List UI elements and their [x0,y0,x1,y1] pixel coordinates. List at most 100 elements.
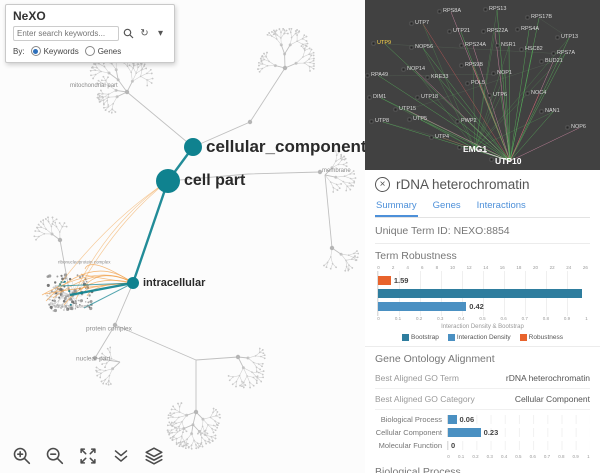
gene-node-utp18[interactable]: UTP18 [421,94,439,100]
gene-node-utp15[interactable]: UTP15 [399,106,417,112]
zoom-in-button[interactable] [10,444,34,468]
gene-node-utp13[interactable]: UTP13 [561,34,579,40]
gene-node-utp21[interactable]: UTP21 [453,28,471,34]
tab-summary[interactable]: Summary [375,200,418,217]
axis-tick: 0.7 [543,453,551,459]
graph-node-cellular-component[interactable] [184,138,202,156]
unique-term-id-value: NEXO:8854 [453,225,510,237]
axis-tick: 0 [447,453,450,459]
alignment-term-value: rDNA heterochromatin [505,372,590,383]
gene-node-pol5[interactable]: POL5 [471,80,486,86]
gene-node-nsr1[interactable]: NSR1 [501,42,516,48]
term-detail-panel: × rDNA heterochromatin Summary Genes Int… [365,170,600,473]
gene-node-pwp2[interactable]: PWP2 [461,118,477,124]
axis-tick: 0 [377,316,380,322]
axis-tick: 2 [391,265,395,270]
axis-tick: 0.2 [472,453,479,459]
axis-tick: 0.9 [572,453,579,459]
search-mode-keywords[interactable]: Keywords [30,46,79,56]
gene-node-nop6[interactable]: NOP6 [571,124,586,130]
layers-button[interactable] [142,444,166,468]
zoom-out-button[interactable] [43,444,67,468]
graph-node-intracellular[interactable] [127,277,139,289]
close-icon[interactable]: × [375,177,390,192]
go-cat-bp: Biological Process [380,414,442,424]
gene-node-hsc82[interactable]: HSC82 [525,46,543,52]
axis-tick: 18 [516,265,522,270]
gene-node-rps4a[interactable]: RPS4A [521,26,540,32]
gene-node-rps9b[interactable]: RPS9B [465,62,484,68]
bootstrap-bar [378,289,582,299]
graph-label-intracellular[interactable]: intracellular [143,277,206,289]
search-icon[interactable] [122,27,135,40]
gene-node-utp10[interactable]: UTP10 [495,156,522,166]
gene-node-utp6[interactable]: UTP6 [493,92,508,98]
axis-tick: 0 [377,265,380,270]
gene-node-utp8[interactable]: UTP8 [375,118,390,124]
legend-density: Interaction Density [447,333,511,341]
gene-node-rpa49[interactable]: RPA49 [371,72,389,78]
term-title: rDNA heterochromatin [396,177,530,192]
search-input[interactable] [13,26,119,41]
graph-label-nuclear-part: nuclear part [76,355,111,363]
gene-node-dim1[interactable]: DIM1 [373,94,387,100]
gene-node-utp7[interactable]: UTP7 [415,20,430,26]
go-val-cc: 0.23 [483,427,499,437]
graph-label-cellular-component[interactable]: cellular_component [206,137,365,156]
radio-keywords-label: Keywords [43,46,79,56]
density-bar-row: 0.42 [378,302,588,312]
gene-node-nop1[interactable]: NOP1 [497,70,512,76]
axis-tick: 0.2 [415,316,423,322]
biological-process-section-title: Biological Process [375,465,461,473]
gene-node-rps13[interactable]: RPS13 [489,6,507,12]
axis-tick: 24 [566,265,572,270]
fit-to-screen-button[interactable] [76,444,100,468]
axis-tick: 1 [587,453,590,459]
robustness-section-title: Term Robustness [375,250,457,262]
gene-node-noc4[interactable]: NOC4 [531,90,547,96]
gene-node-utp5[interactable]: UTP5 [413,116,428,122]
axis-tick: 26 [582,265,588,270]
chart-legend: Bootstrap Interaction Density Robustness [377,333,588,341]
gene-node-nan1[interactable]: NAN1 [545,108,560,114]
radio-genes[interactable] [84,46,95,56]
gene-node-nop56[interactable]: NOP56 [415,44,434,50]
gene-node-kre33[interactable]: KRE33 [431,74,449,80]
go-val-mf: 0 [451,440,456,450]
go-bar-bp [448,414,457,424]
gene-node-nop14[interactable]: NOP14 [407,66,426,72]
gene-node-rps8a[interactable]: RPS8A [443,8,462,14]
gene-node-rps7a[interactable]: RPS7A [557,50,576,56]
gene-node-emg1[interactable]: EMG1 [463,144,488,154]
axis-tick: 0.6 [529,453,536,459]
go-val-bp: 0.06 [459,414,475,424]
gene-node-utp4[interactable]: UTP4 [435,134,450,140]
radio-keywords[interactable] [30,46,41,56]
expand-tree-button[interactable] [109,444,133,468]
tab-genes[interactable]: Genes [432,200,461,211]
axis-tick: 0.1 [458,453,465,459]
legend-robustness: Robustness [519,333,563,341]
gene-node-bud21[interactable]: BUD21 [545,58,563,64]
caret-down-icon[interactable]: ▾ [157,28,164,39]
unique-term-id: Unique Term ID: NEXO:8854 [375,225,590,244]
robustness-bars: 1.59 0.42 [377,271,588,317]
gene-node-rps24a[interactable]: RPS24A [465,42,487,48]
go-row-cc: Cellular Component 0.23 [375,427,590,437]
gene-node-rps17b[interactable]: RPS17B [531,14,553,20]
search-mode-genes[interactable]: Genes [84,46,121,56]
gene-node-rps22a[interactable]: RPS22A [487,28,509,34]
graph-label-ribonucleoprotein-complex: ribonucleoprotein complex [58,259,111,265]
ontology-tree-canvas[interactable] [0,0,365,473]
axis-tick: 0.8 [542,316,549,322]
gene-node-utp9[interactable]: UTP9 [377,40,392,46]
graph-label-cell-part[interactable]: cell part [184,172,246,189]
refresh-icon[interactable]: ↻ [140,28,149,39]
graph-node-cell-part[interactable] [156,169,180,193]
axis-tick: 0.4 [500,453,508,459]
tab-interactions[interactable]: Interactions [476,200,526,211]
axis-tick: 22 [549,265,555,270]
alignment-category-value: Cellular Component [514,393,590,404]
